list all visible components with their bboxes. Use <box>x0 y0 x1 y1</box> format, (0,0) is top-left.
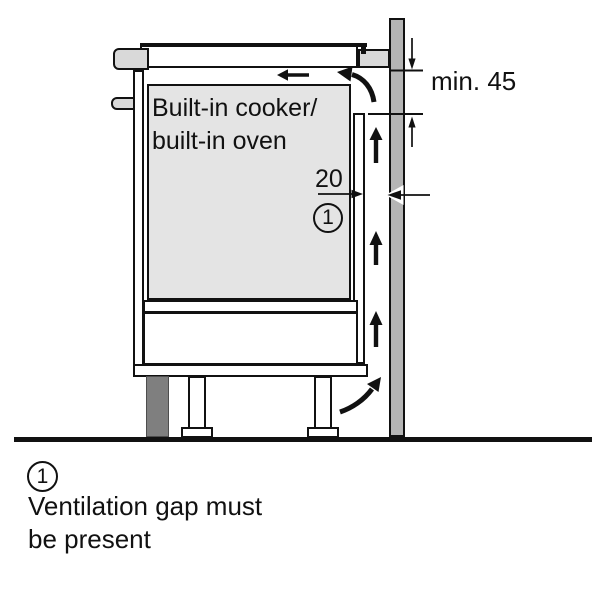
airflow-left-arrow <box>277 69 309 81</box>
legend-note: Ventilation gap must be present <box>28 490 262 556</box>
airflow-up-arrow <box>369 231 383 265</box>
top-dimension-label: min. 45 <box>431 66 517 96</box>
appliance-leg <box>314 376 332 429</box>
appliance-label-line2: built-in oven <box>152 127 287 155</box>
legend-callout-1: 1 <box>27 461 58 492</box>
airflow-up-arrow <box>369 127 383 163</box>
appliance-label: Built-in cooker/ built-in oven <box>152 92 317 158</box>
airflow-up-arrow <box>369 311 383 347</box>
gap-dimension-label: 20 <box>315 165 343 193</box>
appliance-label-line1: Built-in cooker/ <box>152 94 318 122</box>
airflow-up-arrow <box>369 231 383 265</box>
control-knob <box>111 97 135 110</box>
appliance-leg <box>188 376 206 429</box>
cabinet-bottom-board <box>133 364 368 377</box>
legend-note-line1: Ventilation gap must <box>28 491 263 521</box>
plinth-drawer <box>143 312 358 365</box>
built-in-cooker-box <box>147 84 351 300</box>
callout-1-marker: 1 <box>313 203 343 233</box>
floor-line <box>14 437 592 442</box>
worktop-left-edge <box>113 48 149 70</box>
airflow-up-arrow <box>369 311 383 347</box>
legend-note-line2: be present <box>28 524 151 554</box>
airflow-up-arrow <box>369 127 383 163</box>
worktop-wall-trim <box>358 49 390 68</box>
plinth-panel <box>146 376 169 437</box>
airflow-left-arrow <box>277 69 309 81</box>
arrowhead <box>337 66 353 82</box>
dimension-arrow <box>408 58 416 70</box>
airflow-curve <box>351 72 377 103</box>
arrowhead <box>367 377 381 392</box>
hob-edge <box>361 43 366 54</box>
dimension-arrow <box>408 116 416 128</box>
worktop <box>140 45 358 68</box>
airflow-curve <box>339 387 375 415</box>
hob-top-line <box>140 43 367 47</box>
airflow-curved-arrow-bottom <box>339 377 381 415</box>
wall <box>389 18 405 437</box>
